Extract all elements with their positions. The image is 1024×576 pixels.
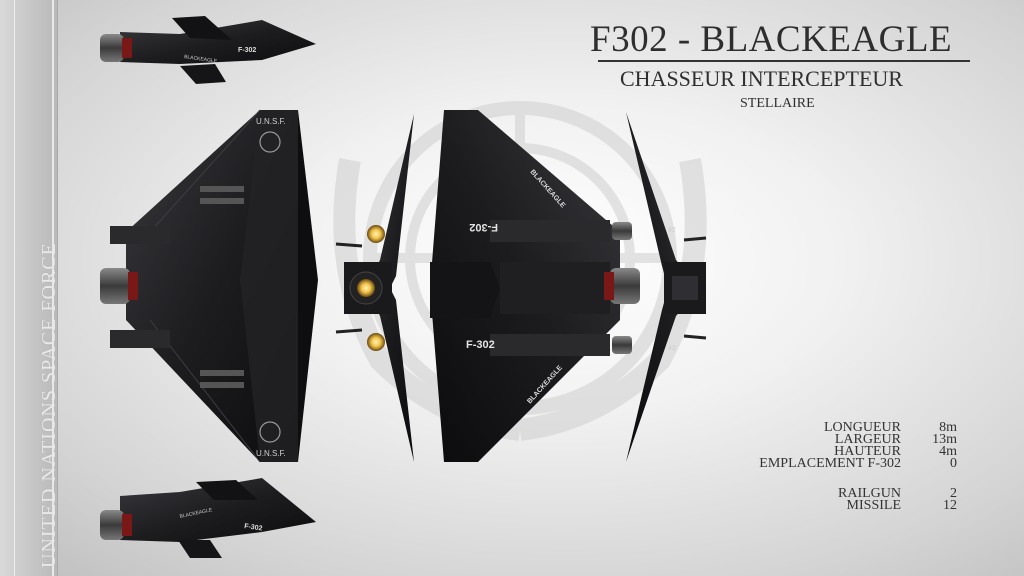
armament-row-railgun: RAILGUN 2 — [700, 486, 990, 501]
unsf-marking-top: U.N.S.F. — [256, 117, 286, 126]
front-view — [335, 114, 414, 462]
name-marking: BLACKEAGLE — [184, 54, 218, 65]
rear-view: 42 42 — [626, 112, 707, 462]
spec-row-slots: EMPLACEMENT F-302 0 — [700, 456, 990, 471]
armament-label: MISSILE — [846, 498, 901, 513]
spec-value: 13m — [932, 432, 957, 447]
armament-value: 12 — [943, 498, 957, 513]
hull-id-marking-2: F-302 — [244, 523, 263, 532]
title-divider — [598, 60, 970, 62]
side-band: UNITED NATIONS SPACE FORCE — [0, 0, 60, 576]
armament-label: RAILGUN — [838, 486, 901, 501]
spec-row-height: HAUTEUR 4m — [700, 444, 990, 459]
page-title: F302 - BLACKEAGLE — [590, 19, 953, 60]
hull-id-underside-top: F-302 — [469, 221, 498, 233]
armament-value: 2 — [950, 486, 957, 501]
armament-row-missile: MISSILE 12 — [700, 498, 990, 513]
tail-number-top: 42 — [668, 227, 676, 234]
spec-table: LONGUEUR 8m LARGEUR 13m HAUTEUR 4m EMPLA… — [700, 420, 990, 513]
spec-label: LARGEUR — [834, 432, 901, 447]
side-view-top: F-302 BLACKEAGLE — [100, 16, 316, 84]
spec-value: 8m — [939, 420, 957, 435]
side-view-bottom: F-302 BLACKEAGLE — [100, 478, 316, 558]
spec-row-length: LONGUEUR 8m — [700, 420, 990, 435]
spec-value: 4m — [939, 444, 957, 459]
page-subtitle-2: STELLAIRE — [740, 96, 815, 111]
hull-id-underside-bottom: F-302 — [466, 339, 495, 351]
spec-label: HAUTEUR — [834, 444, 901, 459]
spec-value: 0 — [950, 456, 957, 471]
hull-id-marking: F-302 — [238, 47, 256, 54]
spec-row-width: LARGEUR 13m — [700, 432, 990, 447]
tail-number-bottom: 42 — [668, 345, 676, 352]
bottom-view: F-302 F-302 BLACKEAGLE BLACKEAGLE — [430, 110, 640, 462]
spec-label: LONGUEUR — [824, 420, 901, 435]
unsf-marking-bottom: U.N.S.F. — [256, 449, 286, 458]
page-subtitle: CHASSEUR INTERCEPTEUR — [620, 66, 903, 91]
top-view: U.N.S.F. U.N.S.F. — [100, 109, 318, 463]
spec-label: EMPLACEMENT F-302 — [759, 456, 901, 471]
